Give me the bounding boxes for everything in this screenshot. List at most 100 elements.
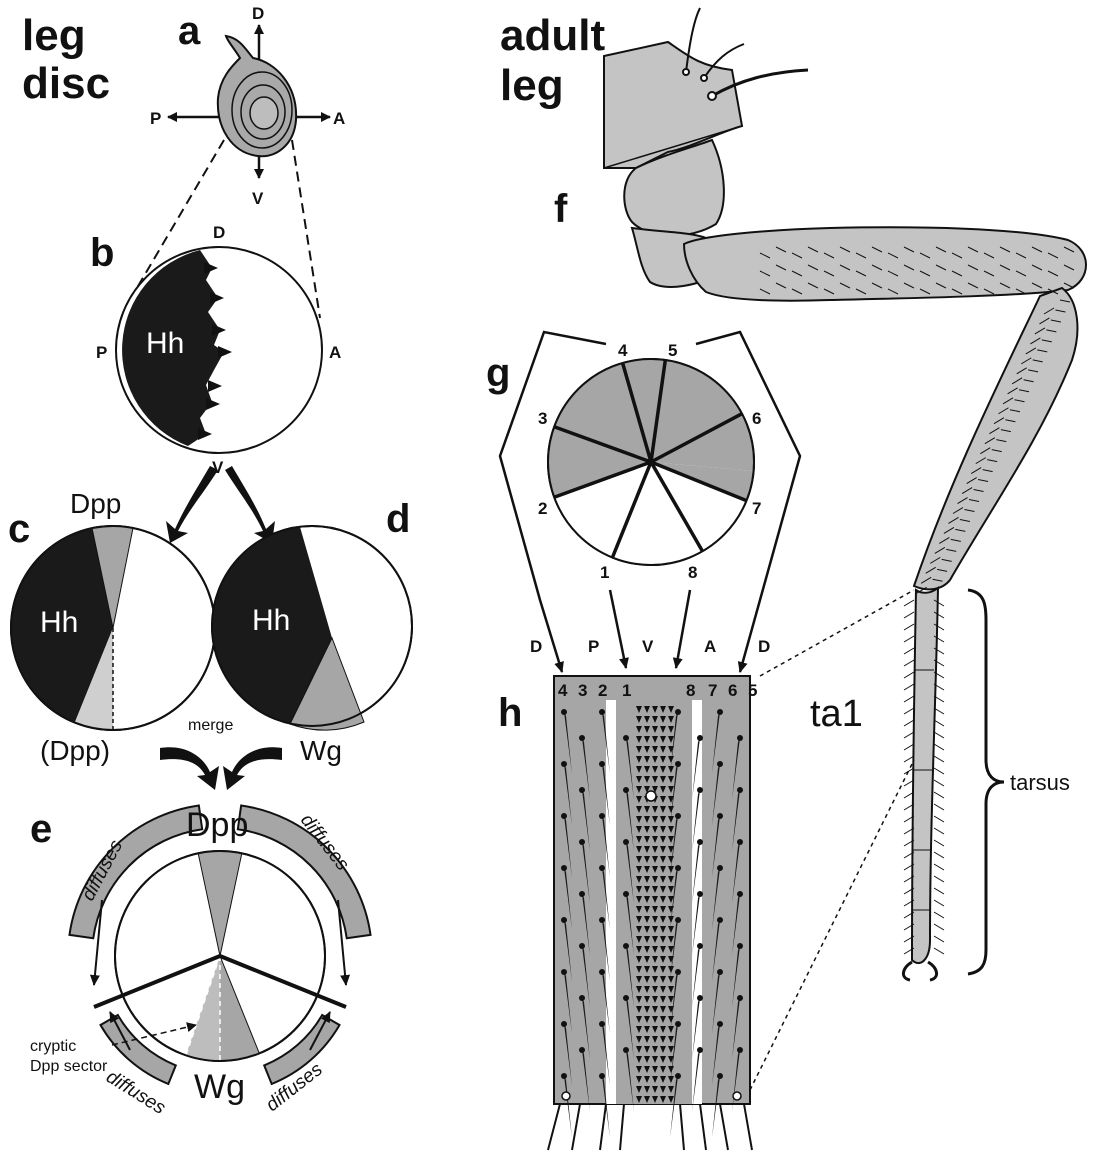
bristle-socket	[675, 709, 681, 715]
ventral-denticle	[636, 826, 642, 833]
femur-hair	[807, 246, 819, 253]
bristle-socket	[599, 969, 605, 975]
bristle-socket	[697, 1047, 703, 1053]
tibia-hair	[957, 497, 968, 504]
tarsus-hair	[933, 911, 945, 919]
ventral-denticle	[636, 816, 642, 823]
ventral-denticle	[636, 976, 642, 983]
tibia-hair	[1020, 357, 1032, 365]
g-sector	[554, 362, 651, 462]
bristle	[626, 738, 634, 800]
panel-b: b Hh D V P A	[90, 223, 341, 477]
zoom-line-ta1-top	[759, 589, 915, 677]
hh-label-b: Hh	[146, 327, 184, 360]
disc-ring-1	[231, 71, 293, 149]
wg-sector-d	[289, 636, 365, 731]
ventral-denticle	[644, 916, 650, 923]
panel-label-e: e	[30, 807, 52, 851]
tarsus-hair	[933, 647, 945, 655]
ventral-denticle	[644, 806, 650, 813]
bristle-socket	[675, 813, 681, 819]
ventral-denticle	[644, 1036, 650, 1043]
femur-hair	[935, 246, 947, 253]
g-arrow-8	[672, 589, 692, 669]
bristle-socket	[579, 891, 585, 897]
g-number: 4	[618, 341, 628, 360]
ventral-denticle	[644, 896, 650, 903]
femur-hair	[967, 246, 979, 253]
tibia-hair	[916, 586, 927, 594]
bristle	[692, 894, 700, 956]
ventral-denticle	[660, 856, 666, 863]
ventral-denticle	[668, 1006, 674, 1013]
tibia-hair	[1055, 309, 1066, 313]
ventral-denticle	[652, 746, 658, 753]
tibia	[912, 286, 1079, 591]
femur-hair	[919, 252, 931, 259]
tarsus-hair	[933, 875, 945, 883]
tarsus-hair	[933, 671, 945, 679]
tarsus-hair	[903, 899, 915, 907]
tarsus-segments	[910, 585, 940, 965]
tibia-hair	[1009, 409, 1021, 413]
ventral-denticle	[660, 996, 666, 1003]
panel-label-d: d	[386, 497, 410, 541]
coxa-joint	[603, 125, 743, 169]
bristle	[670, 1076, 678, 1138]
g-number: 8	[688, 563, 697, 582]
circle-g-outline	[547, 358, 755, 566]
tarsus-hair	[933, 815, 945, 823]
ventral-denticle	[660, 956, 666, 963]
ventral-denticle	[652, 956, 658, 963]
h-row-number: 5	[748, 681, 757, 700]
diffusion-band-upper-left	[68, 804, 204, 940]
ventral-denticle	[652, 966, 658, 973]
axis-label-v: V	[252, 189, 264, 208]
ventral-denticle	[652, 1076, 658, 1083]
g-number: 2	[538, 499, 547, 518]
h-axis-label: D	[530, 637, 542, 656]
ventral-denticle	[668, 736, 674, 743]
femur-hair	[871, 246, 883, 253]
bristle-socket-2	[700, 74, 708, 82]
tibia-hair	[968, 499, 980, 502]
femur-hair	[1031, 246, 1043, 253]
tibia-hair	[989, 427, 1000, 435]
circle-d-outline	[211, 525, 413, 727]
tibia-hair	[998, 407, 1009, 415]
ventral-denticle	[668, 756, 674, 763]
ventral-denticle	[636, 1036, 642, 1043]
femur-hair	[823, 270, 835, 277]
tibia-hair	[991, 449, 1002, 453]
tibia-hair	[1059, 299, 1071, 303]
bristle-socket	[623, 1047, 629, 1053]
femur-hair	[823, 288, 835, 295]
tarsus-hair	[903, 647, 915, 655]
bristle	[602, 868, 610, 930]
tibia-hair	[970, 467, 982, 475]
tibia-hair	[1028, 369, 1039, 373]
h-row-number: 4	[558, 681, 568, 700]
bristle-tip	[571, 1103, 581, 1151]
tibia-hair	[987, 459, 998, 463]
bristle	[712, 816, 720, 878]
bristle-socket	[697, 891, 703, 897]
ventral-denticle	[668, 796, 674, 803]
tarsus-label: tarsus	[1010, 770, 1070, 795]
bristle-socket	[561, 1021, 567, 1027]
femur-hair	[951, 270, 963, 277]
bristle-tip	[599, 1103, 607, 1151]
ventral-denticle	[636, 1026, 642, 1033]
ventral-denticle	[636, 846, 642, 853]
ventral-denticle	[668, 766, 674, 773]
ventral-denticle	[636, 746, 642, 753]
ventral-denticle	[652, 926, 658, 933]
bristle	[692, 1050, 700, 1112]
tarsus-hair	[933, 731, 945, 739]
tarsus-hair	[933, 599, 945, 607]
tibia-hair	[984, 437, 996, 445]
tibia-hair	[1032, 359, 1043, 363]
femur-hair	[983, 288, 995, 295]
tibia-hair	[993, 417, 1005, 425]
